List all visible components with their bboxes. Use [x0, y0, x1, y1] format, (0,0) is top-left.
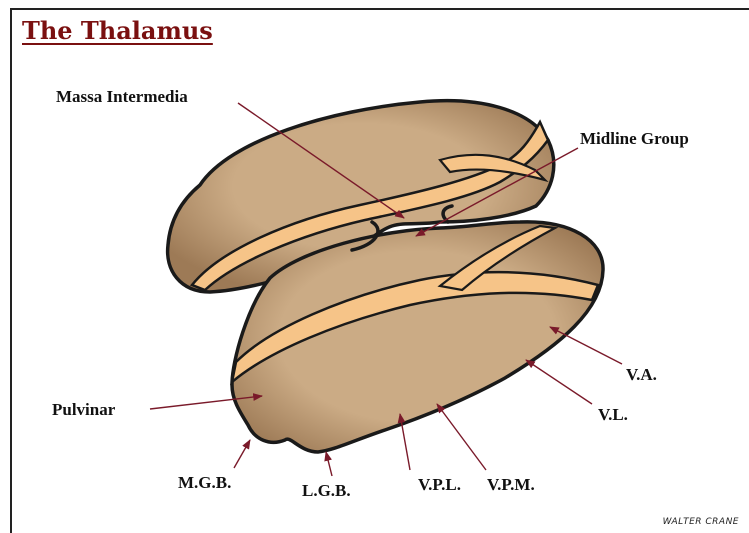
label-massa-intermedia: Massa Intermedia: [56, 88, 188, 105]
label-mgb: M.G.B.: [178, 474, 231, 491]
label-va: V.A.: [626, 366, 657, 383]
label-midline-group: Midline Group: [580, 130, 689, 147]
arrow-lgb: [326, 452, 332, 476]
label-vpm: V.P.M.: [487, 476, 535, 493]
label-lgb: L.G.B.: [302, 482, 351, 499]
label-vpl: V.P.L.: [418, 476, 461, 493]
arrow-mgb: [234, 440, 250, 468]
label-vl: V.L.: [598, 406, 628, 423]
arrow-va: [550, 327, 622, 364]
artist-signature: WALTER CRANE: [663, 517, 739, 527]
arrow-vpm: [437, 404, 486, 470]
arrow-vl: [526, 360, 592, 404]
label-pulvinar: Pulvinar: [52, 401, 115, 418]
page-title: The Thalamus: [22, 16, 213, 45]
